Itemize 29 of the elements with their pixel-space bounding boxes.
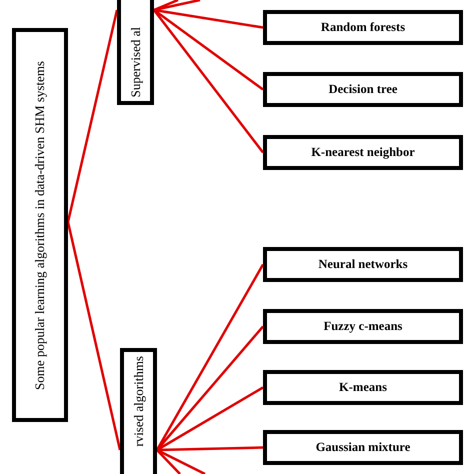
connector-line	[156, 449, 181, 474]
connector-line	[156, 264, 264, 451]
algorithm-label: Gaussian mixture	[316, 440, 410, 455]
algorithm-box	[263, 10, 463, 45]
category-label: Some popular learning algorithms in data-driven SHM systems	[32, 60, 48, 390]
algorithm-box	[263, 309, 463, 344]
algorithm-label: Decision tree	[328, 82, 398, 97]
algorithm-label: Neural networks	[318, 257, 408, 272]
algorithm-label: K-means	[339, 380, 387, 395]
algorithm-label: Random forests	[320, 20, 406, 35]
algorithm-box	[263, 370, 463, 405]
algorithm-box	[263, 247, 463, 282]
connector-line	[66, 10, 118, 222]
root-box	[12, 28, 68, 422]
algorithm-label: K-nearest neighbor	[311, 145, 415, 160]
connector-line	[154, 0, 200, 12]
connector-line	[66, 222, 122, 450]
connector-line	[154, 0, 178, 12]
algorithm-box	[263, 72, 463, 107]
connector-line	[153, 9, 264, 154]
connector-line	[156, 446, 264, 452]
category-label: rvised algorithms	[130, 355, 146, 449]
category-box	[120, 348, 157, 474]
category-label: Supervised al	[128, 26, 144, 99]
algorithm-box	[263, 430, 463, 465]
algorithm-label: Fuzzy c-means	[324, 319, 402, 334]
connector-line	[154, 8, 264, 29]
category-box	[117, 0, 154, 105]
algorithm-box	[263, 135, 463, 170]
